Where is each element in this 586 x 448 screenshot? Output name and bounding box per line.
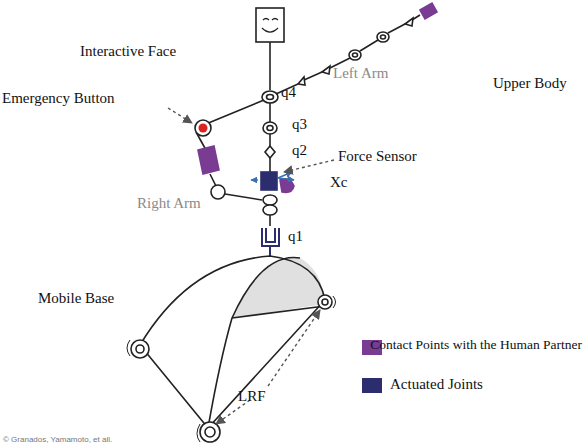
joint-label: q1	[288, 228, 303, 245]
copyright-note: © Granados, Yamamoto, et all.	[3, 436, 112, 445]
part-label: Upper Body	[493, 75, 567, 92]
legend-text: Actuated Joints	[390, 376, 483, 393]
face-screen	[256, 8, 284, 42]
sensor-label: LRF	[238, 388, 266, 405]
joint-label: q2	[292, 142, 307, 159]
part-label: Left Arm	[333, 65, 388, 82]
part-label: Right Arm	[137, 195, 201, 212]
joint-label: q4	[281, 84, 296, 101]
part-label: Emergency Button	[2, 90, 115, 107]
axis-label: Xc	[330, 174, 348, 191]
part-label: Force Sensor	[338, 148, 417, 165]
part-label: Mobile Base	[38, 290, 114, 307]
joint-label: q3	[292, 116, 307, 133]
part-label: Interactive Face	[80, 43, 176, 60]
legend-swatch	[362, 378, 382, 393]
legend-text: Contact Points with the Human Partner	[370, 338, 582, 353]
